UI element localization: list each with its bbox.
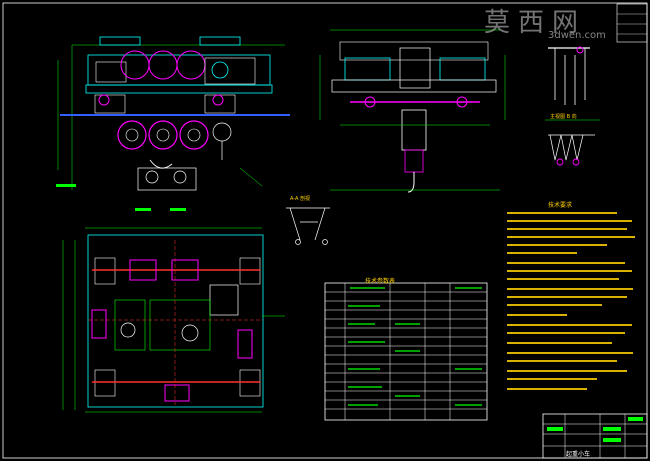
note-line (507, 324, 632, 326)
note-line (507, 378, 597, 380)
parameter-table (324, 282, 488, 421)
linkage-sketch (286, 207, 330, 245)
plan-view (62, 227, 285, 413)
note-line (507, 244, 607, 246)
note-line (507, 220, 632, 222)
note-line (507, 270, 632, 272)
notes-title: 技术要求 (548, 202, 573, 209)
note-line (507, 228, 627, 230)
note-line (507, 332, 625, 334)
note-line (507, 296, 627, 298)
note-line (507, 262, 625, 264)
note-line (507, 278, 619, 280)
watermark-chinese: 莫西网 (484, 8, 587, 38)
note-line (507, 236, 635, 238)
table-title: 技术参数表 (365, 278, 396, 285)
side-elevation-view (56, 36, 290, 211)
end-elevation-view (319, 29, 506, 193)
note-line (507, 212, 617, 214)
note-line (507, 252, 577, 254)
title-block-name: 起重小车 (566, 451, 591, 458)
title-block (542, 3, 648, 459)
note-line (507, 288, 633, 290)
section-label: A-A 剖视 (290, 196, 311, 202)
note-line (507, 360, 617, 362)
note-line (507, 388, 587, 390)
note-line (507, 370, 627, 372)
note-line (507, 314, 567, 316)
watermark-url: 3dwen.com (548, 30, 606, 41)
note-line (507, 352, 633, 354)
hook-detail-sketch (545, 46, 600, 166)
view-label: 主视图 B 向 (550, 114, 577, 120)
note-line (507, 342, 612, 344)
note-line (507, 304, 602, 306)
